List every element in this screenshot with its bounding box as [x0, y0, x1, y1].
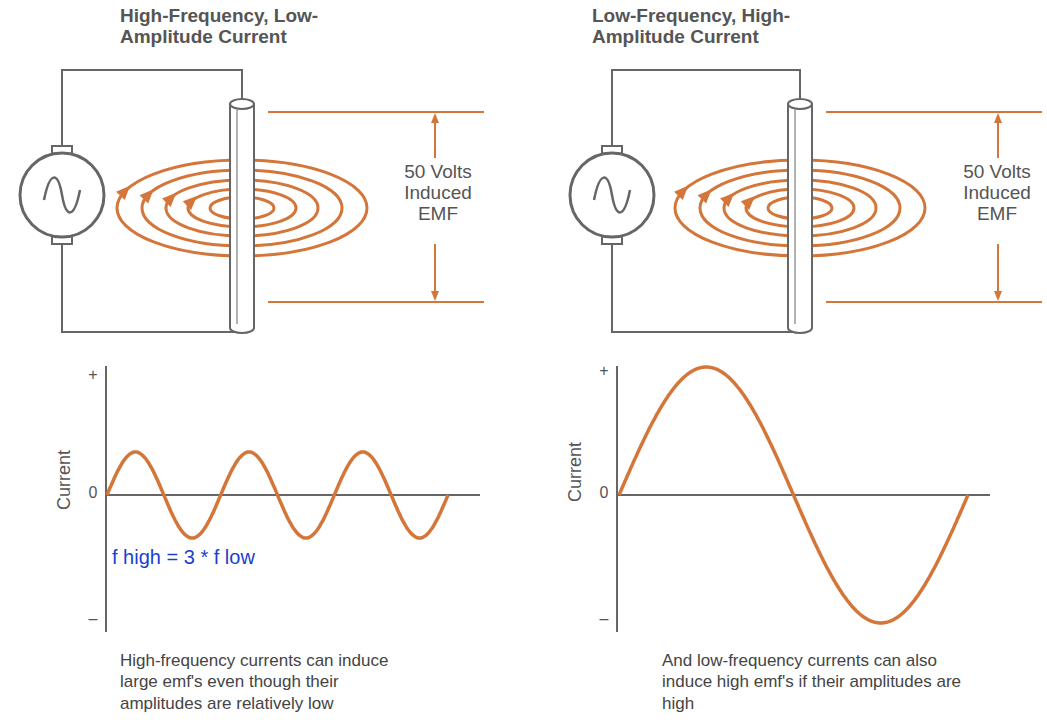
axis-minus: –: [595, 610, 613, 628]
dimension-line: [268, 112, 1042, 302]
ac-generator: [20, 146, 654, 244]
axis-zero: 0: [84, 484, 102, 502]
axis-plus: +: [84, 366, 102, 384]
wire: [62, 70, 242, 150]
emf-label: 50 Volts Induced EMF: [392, 162, 484, 225]
frequency-note: f high = 3 * f low: [112, 546, 255, 568]
wire: [612, 70, 800, 150]
caption-text: High-frequency currents can induce large…: [120, 650, 395, 714]
current-wave: [107, 452, 448, 538]
panel-title: Low-Frequency, High-Amplitude Current: [592, 6, 802, 48]
graph-axis: [106, 366, 990, 632]
axis-title: Current: [566, 427, 586, 517]
emf-label: 50 Volts Induced EMF: [951, 162, 1043, 225]
panel-title: High-Frequency, Low-Amplitude Current: [120, 6, 330, 48]
axis-plus: +: [595, 362, 613, 380]
axis-minus: –: [84, 610, 102, 628]
current-wave: [619, 367, 968, 623]
caption-text: And low-frequency currents can also indu…: [662, 650, 972, 714]
axis-title: Current: [55, 435, 75, 525]
axis-zero: 0: [595, 484, 613, 502]
conductor: [230, 99, 812, 333]
